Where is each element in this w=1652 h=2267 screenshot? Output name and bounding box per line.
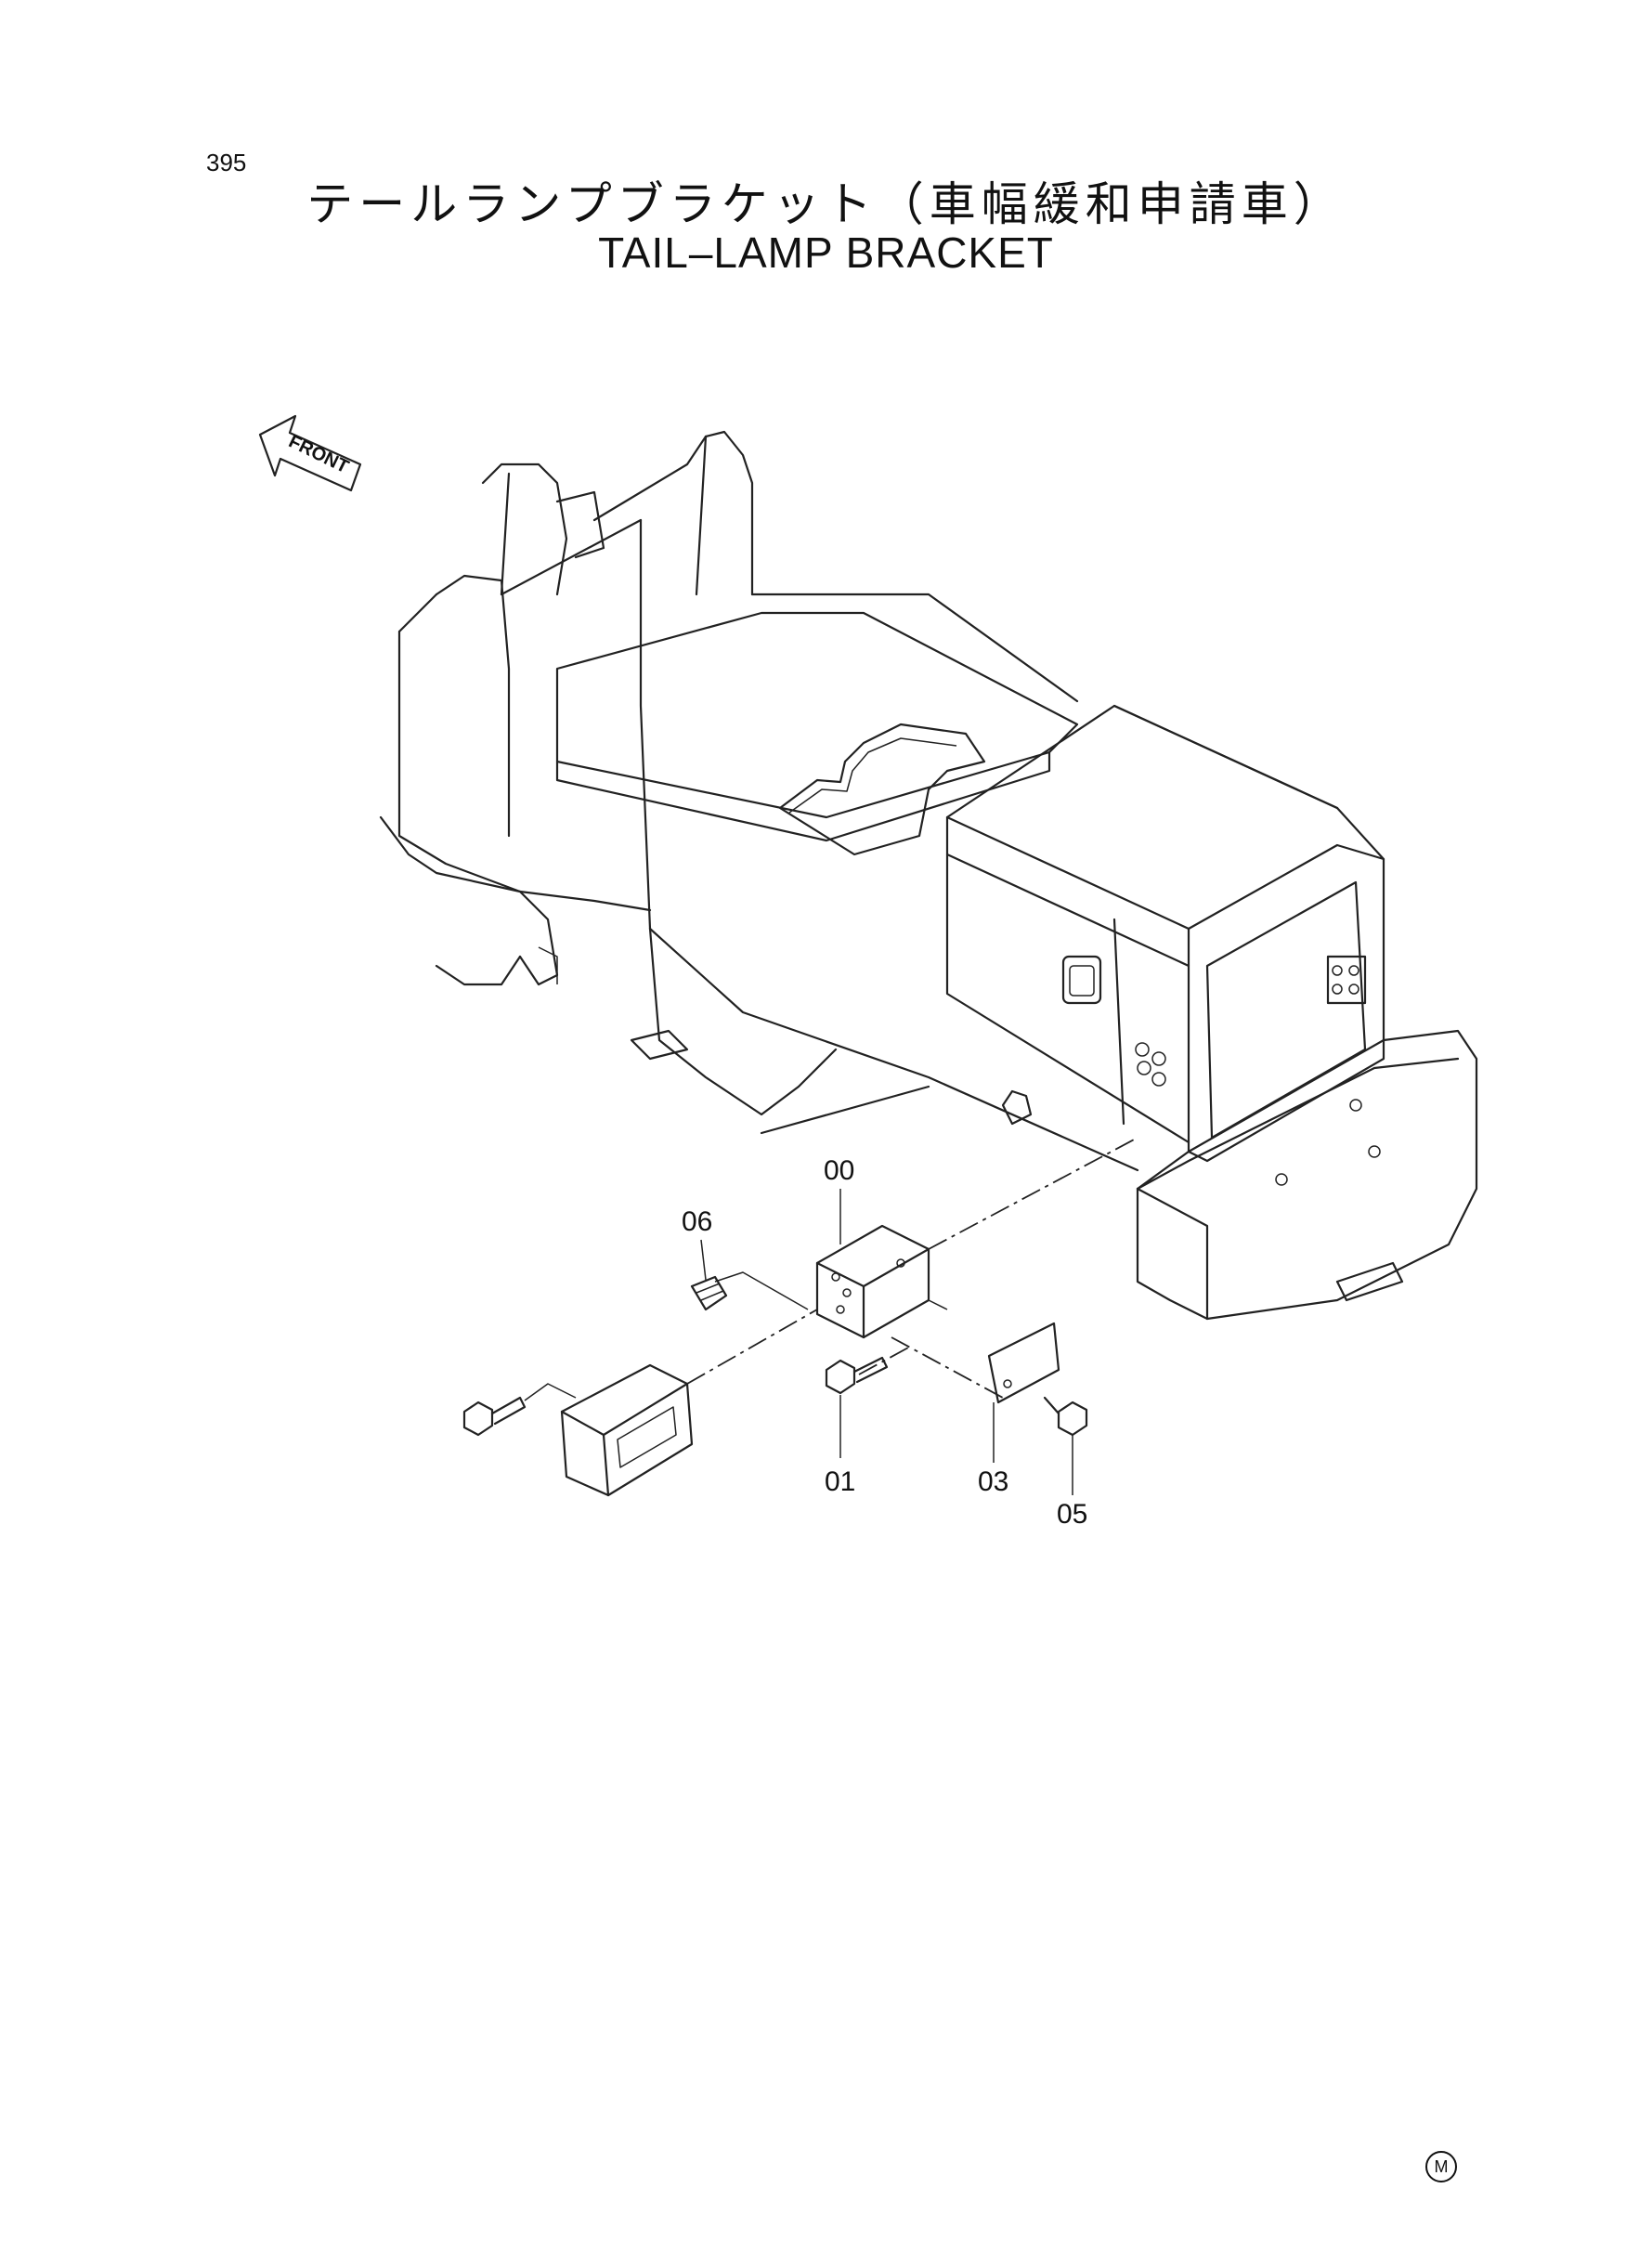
part-00-bracket (815, 1224, 930, 1339)
part-05-bolt (1043, 1396, 1088, 1437)
part-label-03: 03 (978, 1466, 1008, 1497)
part-06-grommet (690, 1275, 728, 1311)
leader-lines (700, 1189, 1073, 1495)
corner-mark: M (1425, 2151, 1457, 2182)
page-number: 395 (206, 149, 247, 176)
front-arrow-label: FRONT (285, 431, 352, 477)
lamp-bolt (462, 1396, 527, 1437)
part-label-00: 00 (824, 1155, 854, 1186)
engine-cover-box (945, 704, 1385, 1163)
part-03-plate (987, 1322, 1060, 1404)
frame-lower-edge (648, 927, 1139, 1172)
part-label-06: 06 (682, 1206, 712, 1237)
upper-frame-outline (379, 430, 1079, 1116)
part-label-05: 05 (1057, 1499, 1087, 1530)
part-label-01: 01 (825, 1466, 855, 1497)
page-title-japanese: テールランプブラケット（車幅緩和申請車） (306, 177, 1346, 231)
counterweight (1136, 1029, 1478, 1321)
assembly-centerlines (524, 1137, 1138, 1401)
lifting-eye (1001, 1089, 1033, 1126)
front-arrow-icon: FRONT (258, 414, 362, 492)
frame-skirt-edge (760, 1085, 930, 1135)
part-01-bolt (825, 1356, 889, 1395)
page-title-english: TAIL–LAMP BRACKET (598, 228, 1054, 277)
tail-lamp (560, 1363, 694, 1497)
